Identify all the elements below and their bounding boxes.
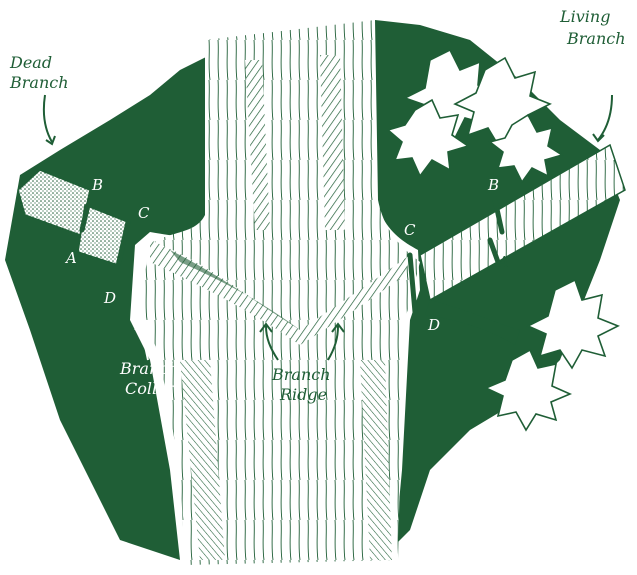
living-cut-c: C bbox=[404, 221, 416, 239]
living-cut-d: D bbox=[427, 316, 440, 334]
living-branch-label-line1: Living bbox=[559, 7, 610, 26]
branch-ridge-label-line2: Ridge bbox=[279, 385, 327, 404]
dead-cut-c: C bbox=[138, 204, 150, 222]
branch-collar-label-line1: Branch bbox=[119, 359, 179, 378]
dead-cut-a: A bbox=[64, 249, 77, 267]
living-cut-a: A bbox=[496, 253, 509, 271]
label-living-branch: Living Branch bbox=[559, 7, 626, 48]
living-branch-label-line2: Branch bbox=[566, 29, 626, 48]
branch-collar-label-line2: Collar bbox=[125, 379, 176, 398]
label-dead-branch: Dead Branch bbox=[9, 53, 69, 92]
dead-branch-label-line1: Dead bbox=[9, 53, 52, 72]
dead-branch-label-line2: Branch bbox=[9, 73, 69, 92]
label-branch-collar: Branch Collar bbox=[119, 359, 179, 398]
dead-branch-arrow bbox=[44, 95, 52, 142]
label-branch-ridge: Branch Ridge bbox=[271, 365, 331, 404]
living-cut-b: B bbox=[487, 176, 499, 194]
dead-cut-b: B bbox=[91, 176, 103, 194]
branch-ridge-label-line1: Branch bbox=[271, 365, 331, 384]
dead-cut-d: D bbox=[103, 289, 116, 307]
